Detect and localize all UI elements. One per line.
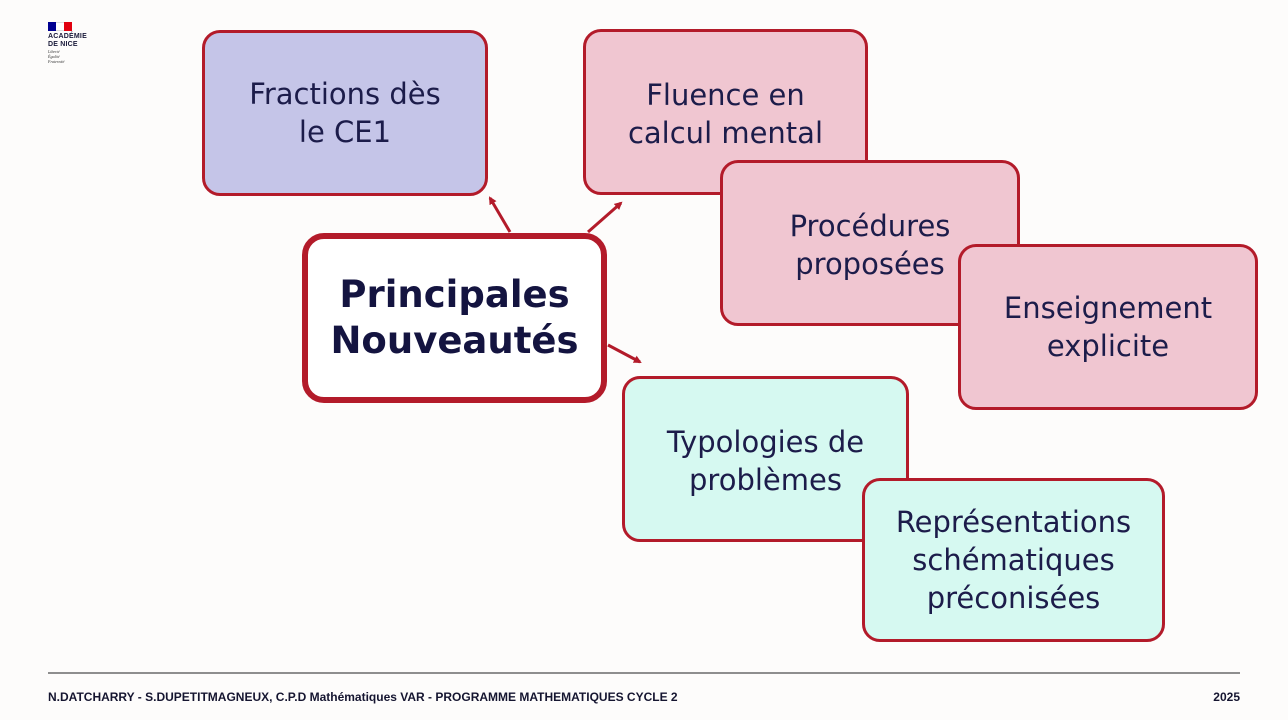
node-fluence-line-1: Fluence en bbox=[646, 78, 805, 112]
logo-line-2: DE NICE bbox=[48, 41, 78, 48]
footer-credits: N.DATCHARRY - S.DUPETITMAGNEUX, C.P.D Ma… bbox=[48, 690, 678, 704]
node-center-line-2: Nouveautés bbox=[330, 319, 579, 362]
node-fluence-line-2: calcul mental bbox=[627, 116, 824, 150]
academie-logo: ACADÉMIE DE NICE Liberté Égalité Fratern… bbox=[48, 22, 108, 64]
motto-3: Fraternité bbox=[48, 59, 65, 64]
node-procedures-line-1: Procédures bbox=[789, 209, 951, 243]
logo-line-1: ACADÉMIE bbox=[48, 33, 87, 40]
arrow-to-typologies bbox=[607, 343, 642, 364]
motto-2: Égalité bbox=[48, 54, 60, 59]
node-enseignement-line-2: explicite bbox=[1046, 329, 1170, 363]
node-fractions-line-2: le CE1 bbox=[298, 115, 392, 149]
node-enseignement-line-1: Enseignement bbox=[1003, 291, 1213, 325]
node-center: Principales Nouveautés bbox=[302, 233, 607, 403]
motto-1: Liberté bbox=[48, 49, 60, 54]
footer-year: 2025 bbox=[1213, 690, 1240, 704]
node-representations: Représentations schématiques préconisées bbox=[862, 478, 1165, 642]
node-representations-line-2: schématiques bbox=[912, 543, 1115, 577]
node-enseignement: Enseignement explicite bbox=[958, 244, 1258, 410]
node-center-line-1: Principales bbox=[339, 273, 570, 316]
french-flag-icon bbox=[48, 22, 72, 31]
node-fractions-line-1: Fractions dès bbox=[249, 77, 441, 111]
arrow-to-fluence bbox=[587, 201, 623, 234]
footer-divider bbox=[48, 672, 1240, 674]
node-representations-line-3: préconisées bbox=[926, 581, 1101, 615]
arrow-to-fractions bbox=[488, 196, 512, 233]
node-typologies: Typologies de problèmes bbox=[622, 376, 909, 542]
node-representations-line-1: Représentations bbox=[895, 505, 1132, 539]
node-fractions: Fractions dès le CE1 bbox=[202, 30, 488, 196]
node-typologies-line-2: problèmes bbox=[689, 463, 842, 497]
node-typologies-line-1: Typologies de bbox=[666, 425, 865, 459]
node-procedures-line-2: proposées bbox=[795, 247, 945, 281]
